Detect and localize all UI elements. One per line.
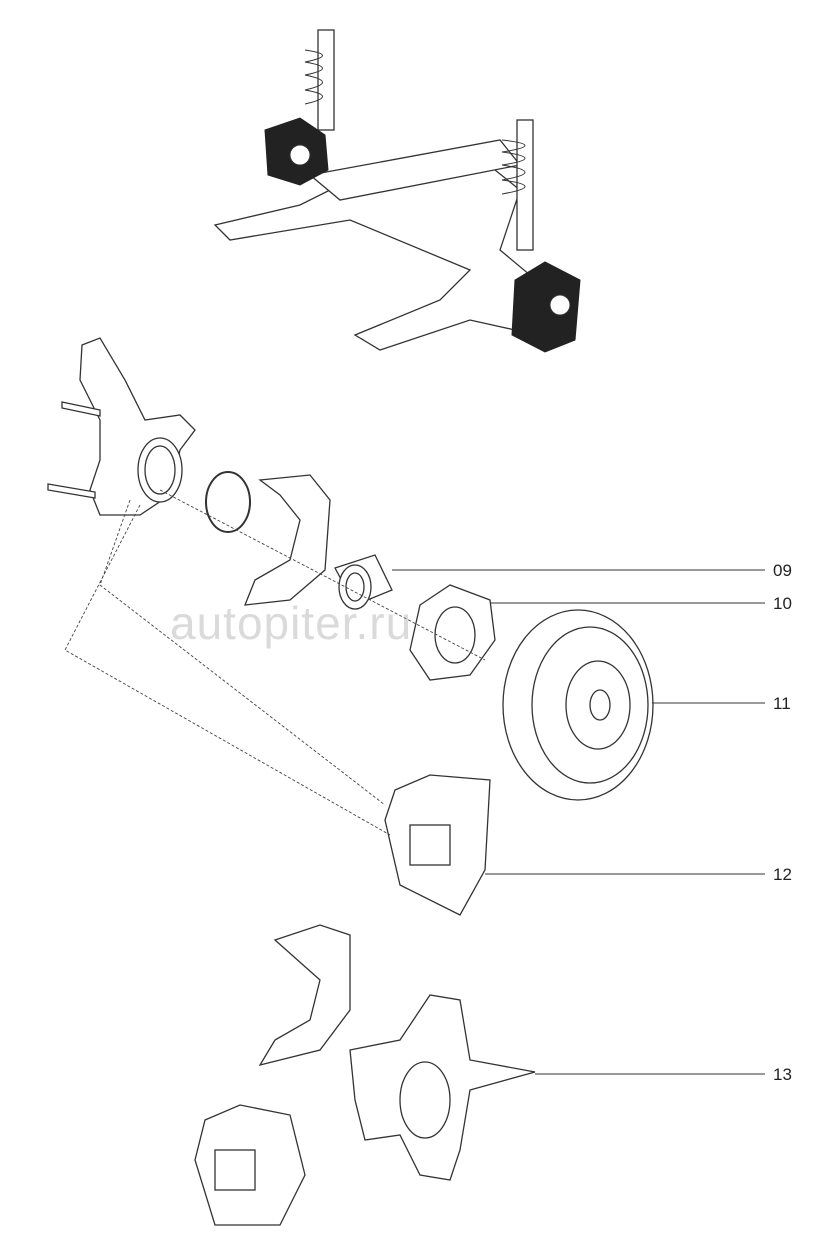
callout-12: 12 — [773, 865, 792, 884]
dust-shield-lower — [258, 924, 351, 1067]
callout-11: 11 — [773, 694, 791, 713]
brake-caliper-lower — [194, 1104, 306, 1226]
watermark: autopiter.ru — [170, 597, 413, 649]
wheel-hub — [409, 584, 496, 681]
wheel-bearing — [334, 554, 393, 610]
callout-10: 10 — [773, 594, 792, 613]
front-suspension-assembly — [213, 29, 581, 353]
dust-shield-upper — [243, 474, 331, 606]
brake-caliper-upper — [384, 774, 491, 916]
steering-knuckle-upper — [47, 337, 196, 516]
steering-knuckle-lower — [349, 994, 536, 1181]
brake-disc — [502, 609, 654, 801]
snap-ring — [205, 471, 251, 533]
callout-13: 13 — [773, 1065, 792, 1084]
callout-09: 09 — [773, 561, 792, 580]
